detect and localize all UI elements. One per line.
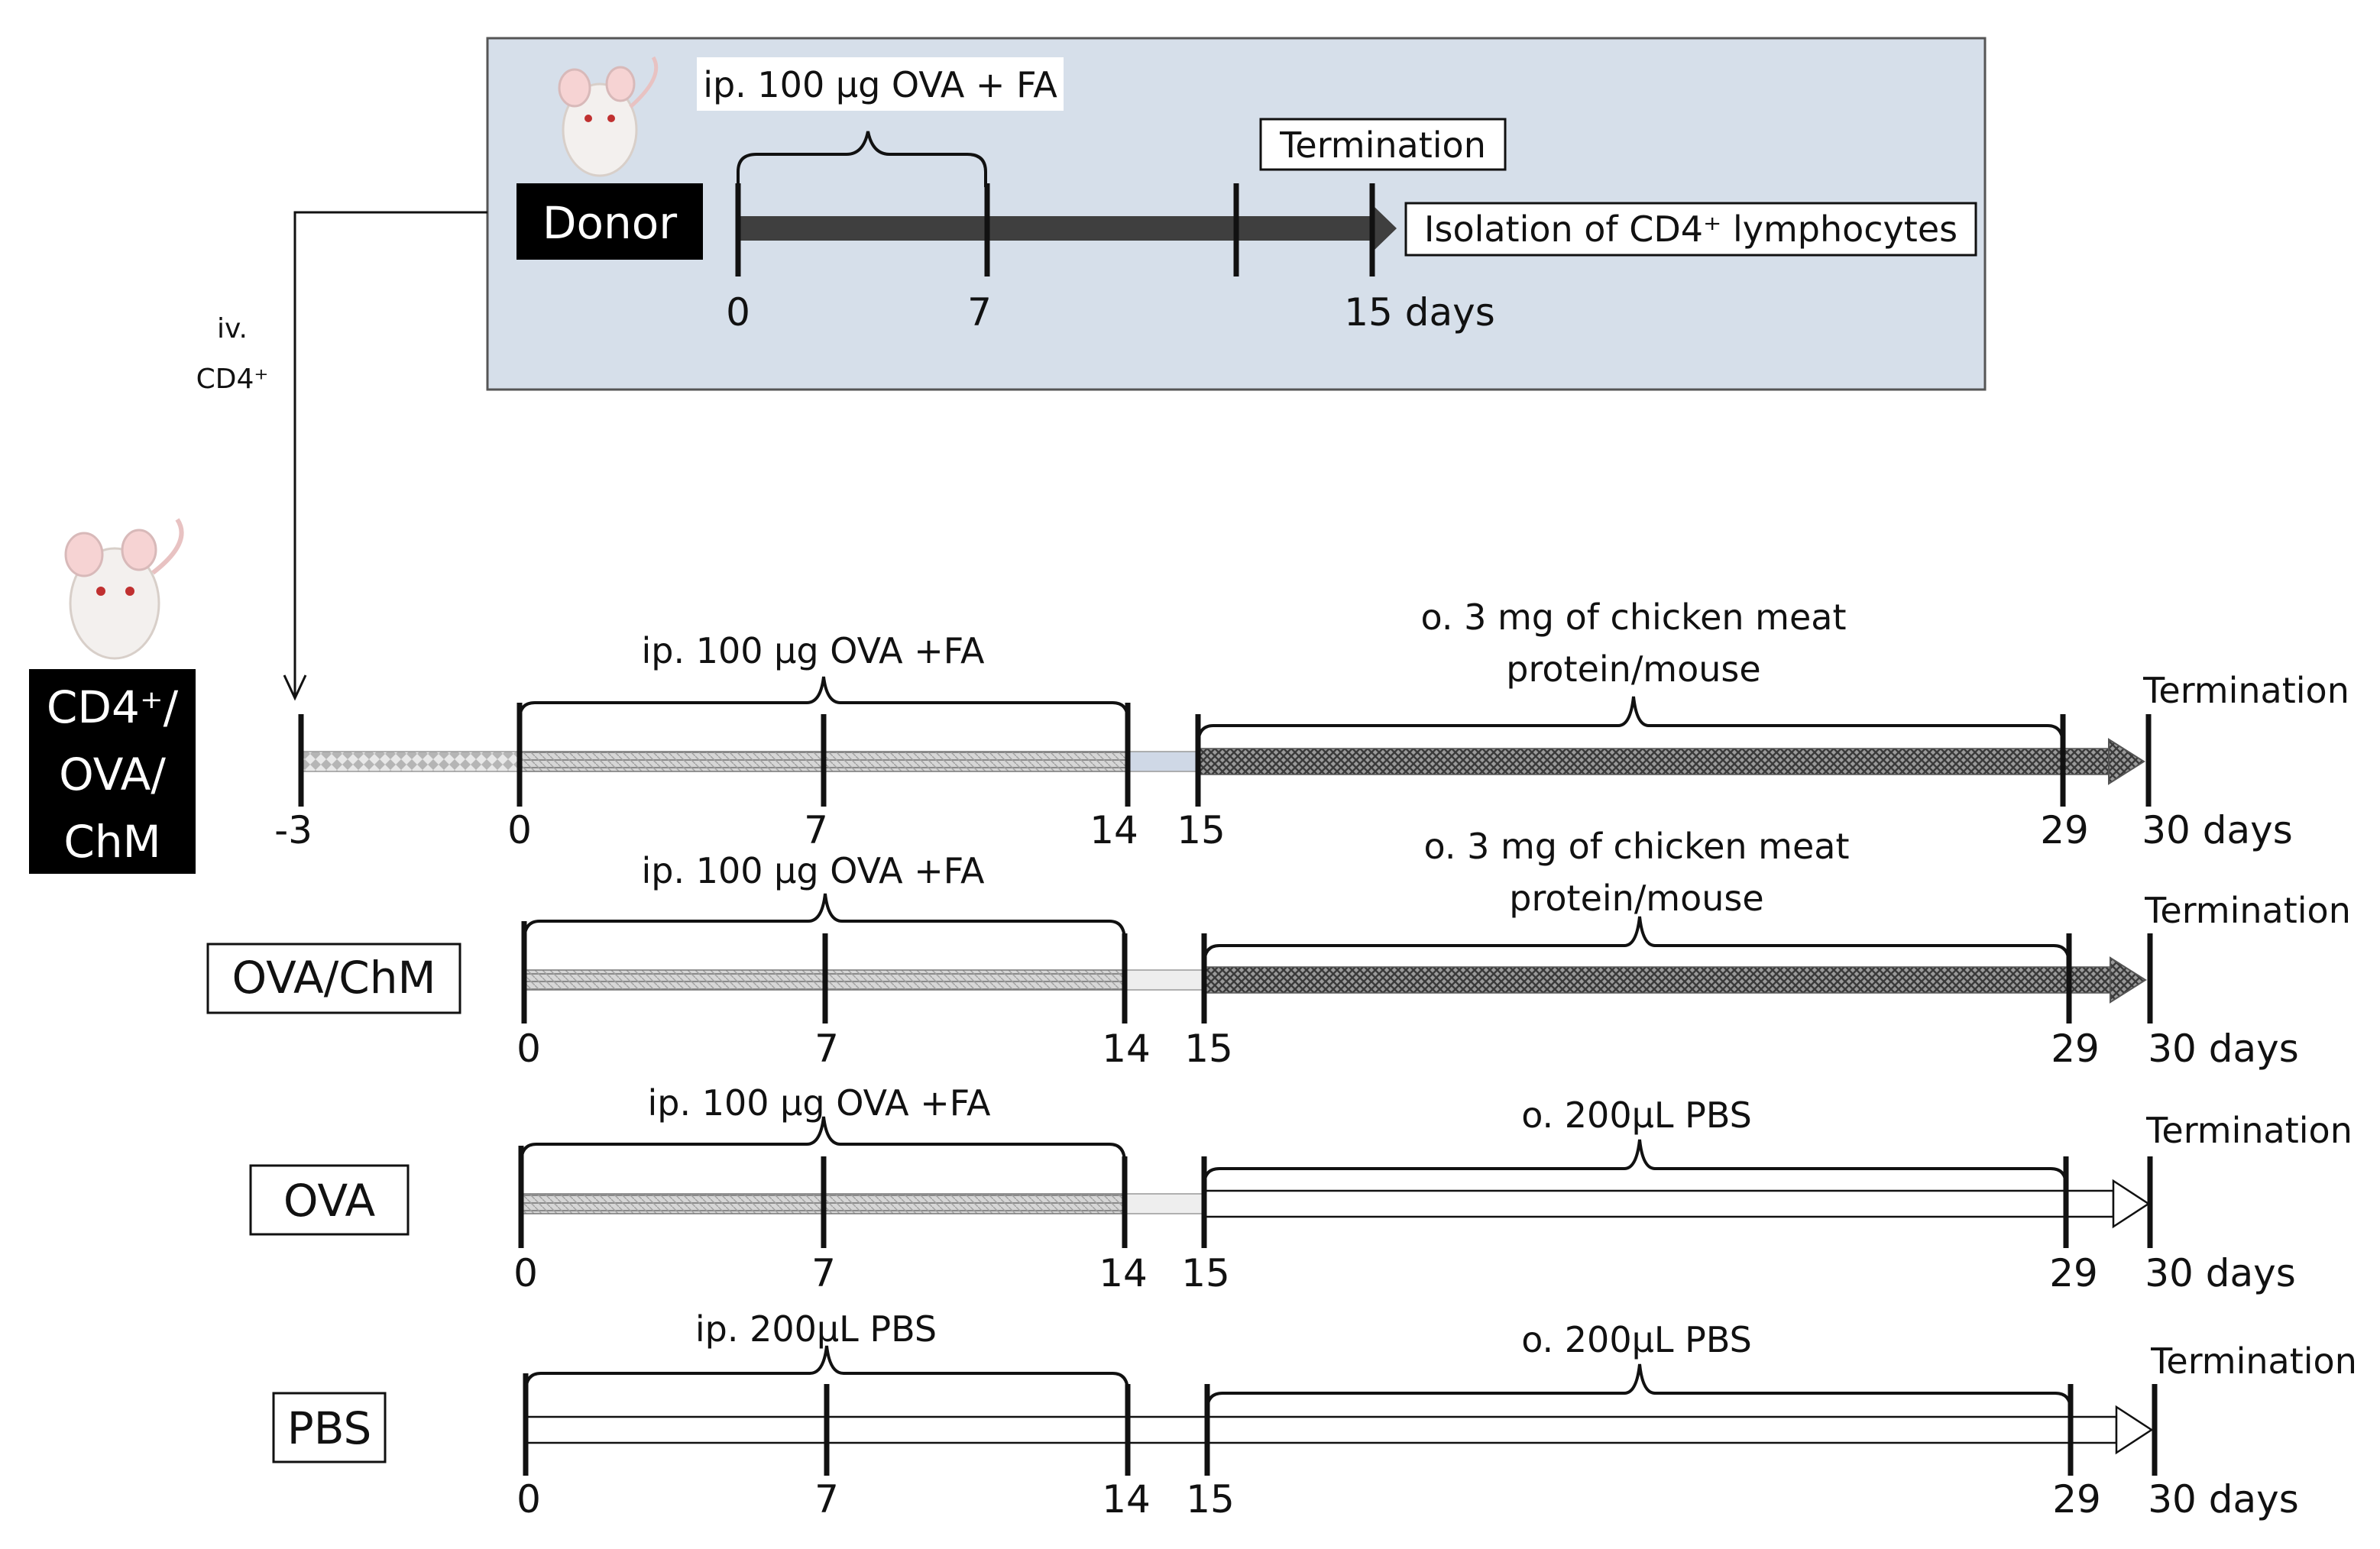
group-label: OVA [283, 1175, 376, 1227]
tick-label-7: 7 [814, 1027, 839, 1071]
tick-label--3: -3 [274, 808, 312, 852]
oral-challenge-arrowhead [2110, 956, 2147, 1004]
oral-label-line-1: o. 3 mg of chicken meat [1421, 597, 1847, 638]
transfer-connector: iv. CD4⁺ [196, 211, 487, 701]
mouse-icon [558, 56, 659, 177]
oral-vehicle-arrowhead [2112, 1179, 2151, 1229]
oral-challenge-arrowhead [2108, 738, 2145, 785]
donor-termination-label: Termination [1279, 125, 1486, 166]
termination-label: Termination [2144, 890, 2351, 931]
donor-label: Donor [542, 197, 677, 249]
donor-timeline-arrowhead [1372, 205, 1397, 252]
tick-label-15: 15 [1181, 1251, 1230, 1295]
group-label: PBS [287, 1402, 372, 1454]
injection-label: ip. 200µL PBS [695, 1308, 937, 1350]
donor-injection-brace [737, 131, 987, 187]
tick-label-7: 7 [814, 1477, 839, 1522]
group-label-box [249, 1164, 410, 1236]
group-pbs: PBS ip. 200µL PBS o. 200µL PBS Terminati… [272, 1308, 2357, 1522]
injection-brace [520, 1116, 1126, 1163]
tick-label-7: 7 [811, 1251, 836, 1295]
gap-bar [1127, 751, 1199, 772]
donor-tick-label-0: 0 [726, 290, 750, 335]
tick-label-29: 29 [2052, 1477, 2101, 1522]
tick-label-14: 14 [1102, 1027, 1151, 1071]
oral-brace [1203, 1139, 2068, 1186]
group-label-line-2: OVA/ [59, 749, 166, 800]
donor-panel: Donor ip. 100 µg OVA + FA Termination Is… [486, 37, 1987, 391]
oral-vehicle-bar [1203, 1189, 2115, 1218]
oral-label: o. 200µL PBS [1521, 1319, 1752, 1360]
tick-label-14: 14 [1090, 808, 1138, 852]
tick-label-0: 0 [516, 1477, 541, 1522]
oral-challenge-bar [1197, 748, 2110, 775]
gap-bar [1124, 969, 1205, 991]
donor-injection-label: ip. 100 µg OVA + FA [703, 64, 1057, 105]
oral-brace [1206, 1363, 2072, 1411]
oral-label: o. 200µL PBS [1521, 1095, 1752, 1136]
donor-label-box [516, 183, 703, 260]
tick-label-30: 30 days [2148, 1027, 2299, 1071]
tick-label-15: 15 [1177, 808, 1226, 852]
tick-label-14: 14 [1099, 1251, 1148, 1295]
group-label-box [29, 669, 196, 874]
termination-label: Termination [2145, 1110, 2352, 1151]
tick-label-15: 15 [1186, 1477, 1235, 1522]
termination-label: Termination [2150, 1340, 2357, 1382]
group-label-box [272, 1392, 387, 1463]
group-label-box [206, 943, 461, 1014]
group-label: OVA/ChM [232, 952, 436, 1004]
transfer-line [293, 211, 487, 697]
tick-label-0: 0 [507, 808, 532, 852]
gap-bar [1124, 1193, 1205, 1214]
donor-isolation-label: Isolation of CD4⁺ lymphocytes [1424, 209, 1957, 250]
injection-brace [518, 676, 1129, 720]
tick-label-0: 0 [516, 1027, 541, 1071]
injection-brace [524, 1345, 1129, 1392]
injection-label: ip. 100 µg OVA +FA [642, 850, 986, 891]
tick-label-29: 29 [2051, 1027, 2100, 1071]
oral-label-line-2: protein/mouse [1506, 648, 1760, 690]
injection-brace [523, 893, 1126, 942]
transfer-cells-label: CD4⁺ [196, 364, 269, 395]
tick-label-0: 0 [513, 1251, 538, 1295]
tick-label-30: 30 days [2142, 808, 2293, 852]
tick-label-30: 30 days [2148, 1477, 2299, 1522]
tick-label-29: 29 [2049, 1251, 2098, 1295]
transfer-arrowhead [283, 674, 307, 701]
group-label-line-3: ChM [63, 816, 160, 868]
donor-isolation-box [1404, 202, 1977, 257]
oral-brace [1203, 916, 2071, 965]
group-cd4-ova-chm: CD4⁺/ OVA/ ChM ip. 100 µg OVA +FA o. 3 m… [29, 518, 2349, 874]
injection-label: ip. 100 µg OVA +FA [642, 630, 986, 671]
donor-tick-label-7: 7 [967, 290, 992, 335]
group-label-line-1: CD4⁺/ [47, 681, 179, 733]
tick-label-15: 15 [1184, 1027, 1233, 1071]
tick-label-29: 29 [2040, 808, 2089, 852]
mouse-icon [64, 518, 184, 660]
group-ova: OVA ip. 100 µg OVA +FA o. 200µL PBS Term… [249, 1082, 2352, 1295]
termination-label: Termination [2142, 670, 2349, 711]
group-ova-chm: OVA/ChM ip. 100 µg OVA +FA o. 3 mg of ch… [206, 826, 2351, 1071]
injection-label: ip. 100 µg OVA +FA [648, 1082, 992, 1124]
transfer-route-label: iv. [217, 313, 248, 344]
vehicle-arrowhead [2115, 1405, 2154, 1455]
vehicle-bar [524, 1415, 2118, 1444]
oral-challenge-bar [1203, 966, 2111, 994]
pretreatment-bar [300, 751, 520, 772]
tick-label-14: 14 [1102, 1477, 1151, 1522]
oral-brace [1196, 696, 2064, 745]
oral-label-line-2: protein/mouse [1509, 878, 1763, 919]
oral-label-line-1: o. 3 mg of chicken meat [1424, 826, 1850, 867]
donor-termination-box [1259, 118, 1507, 171]
donor-timeline-bar [738, 216, 1372, 241]
donor-tick-label-15: 15 days [1344, 290, 1495, 335]
donor-injection-box [697, 57, 1064, 111]
tick-label-7: 7 [804, 808, 828, 852]
tick-label-30: 30 days [2145, 1251, 2296, 1295]
